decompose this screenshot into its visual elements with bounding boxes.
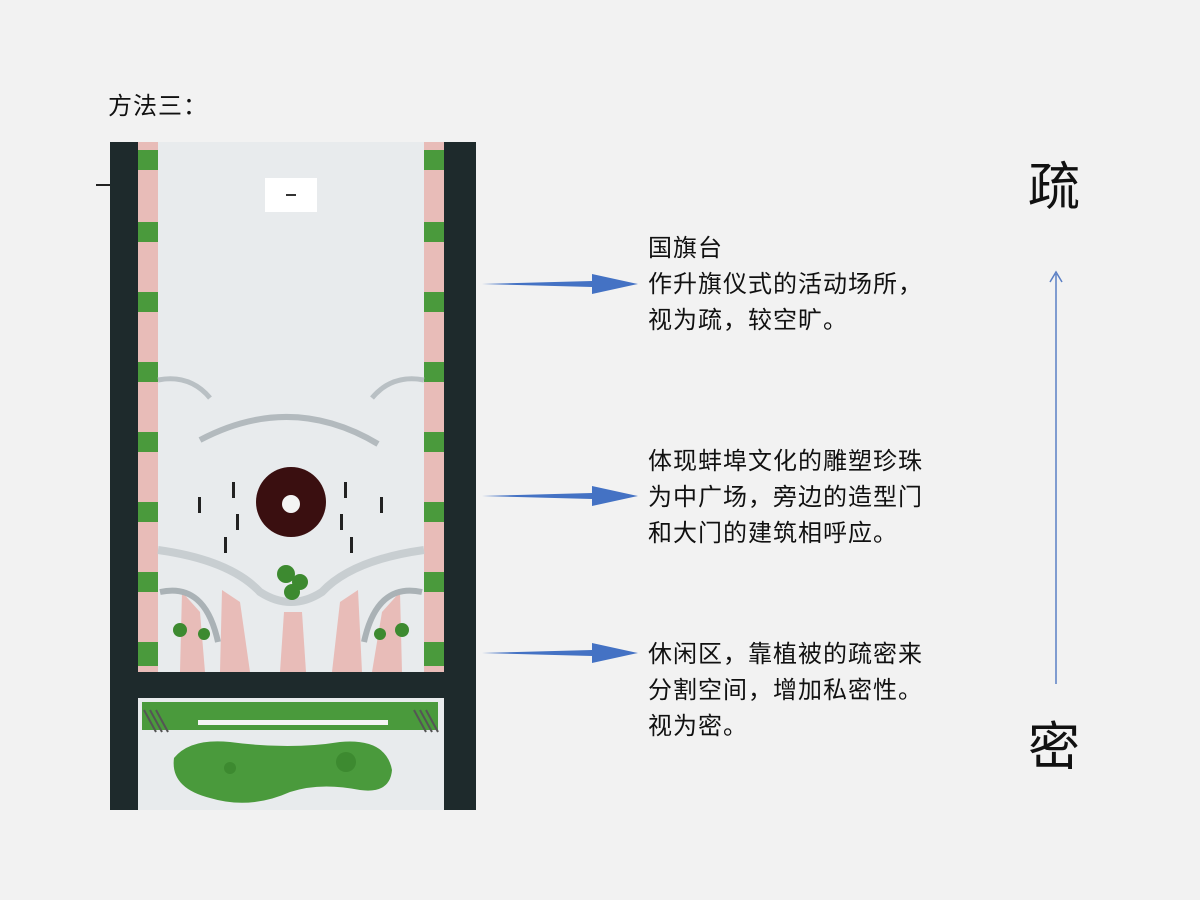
crosswalk-right xyxy=(413,709,439,733)
annotation-line: 国旗台 xyxy=(648,234,723,262)
annotation-leisure: 休闲区，靠植被的疏密来 分割空间，增加私密性。 视为密。 xyxy=(648,636,923,744)
annotation-line: 视为疏，较空旷。 xyxy=(648,306,848,334)
scale-bottom-label: 密 xyxy=(1028,718,1081,778)
bench-strip xyxy=(198,720,388,725)
plaza-shrubs xyxy=(173,565,409,640)
curve-lower xyxy=(157,546,425,606)
pearl xyxy=(282,495,300,513)
plaza-surface xyxy=(138,142,444,672)
annotation-line: 视为密。 xyxy=(648,712,748,740)
hedges-left xyxy=(138,150,158,666)
site-plan xyxy=(110,142,476,810)
annotation-line: 休闲区，靠植被的疏密来 xyxy=(648,640,923,668)
road-right xyxy=(444,142,476,810)
scale-arrow xyxy=(1049,270,1063,684)
pink-paths xyxy=(180,590,402,672)
crosswalk-left xyxy=(143,709,169,733)
road-left xyxy=(110,142,138,810)
edge-tick xyxy=(96,184,112,186)
curve-top-right xyxy=(370,376,425,400)
annotation-flag: 国旗台 作升旗仪式的活动场所， 视为疏，较空旷。 xyxy=(648,230,923,338)
flag-pole-mark xyxy=(286,194,296,196)
arrow-pearl xyxy=(482,486,638,506)
lawn-shrubs xyxy=(224,752,356,774)
arc-right xyxy=(361,587,423,643)
road-bottom xyxy=(110,672,476,698)
hedge-band xyxy=(142,702,438,730)
annotation-line: 作升旗仪式的活动场所， xyxy=(648,270,923,298)
page-heading: 方法三： xyxy=(108,92,208,120)
annotation-line: 和大门的建筑相呼应。 xyxy=(648,519,898,547)
strip-left xyxy=(138,142,158,672)
arrow-leisure xyxy=(482,643,638,663)
lawn xyxy=(173,741,392,803)
annotation-line: 为中广场，旁边的造型门 xyxy=(648,483,923,511)
scale-top-label: 疏 xyxy=(1028,158,1081,218)
arrow-flag xyxy=(482,274,638,294)
curve-top-left xyxy=(157,376,212,400)
annotation-line: 分割空间，增加私密性。 xyxy=(648,676,923,704)
curve-upper xyxy=(198,414,380,447)
arc-left xyxy=(159,587,221,643)
hedges-right xyxy=(424,150,444,666)
annotation-pearl: 体现蚌埠文化的雕塑珍珠 为中广场，旁边的造型门 和大门的建筑相呼应。 xyxy=(648,443,923,551)
annotation-line: 体现蚌埠文化的雕塑珍珠 xyxy=(648,447,923,475)
strip-right xyxy=(424,142,444,672)
posts xyxy=(198,482,383,553)
